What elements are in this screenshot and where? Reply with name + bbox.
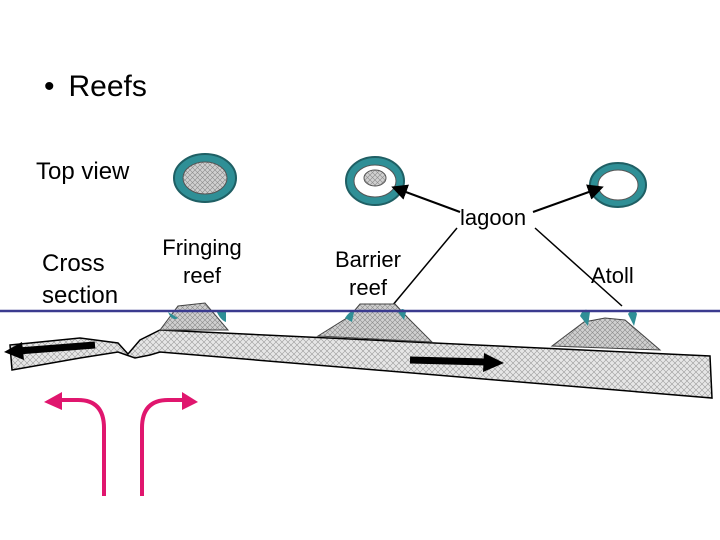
fringing-line1: Fringing: [162, 235, 242, 260]
fringing-reef-label: Fringing reef: [152, 234, 252, 290]
plate-motion-arrow-right: [409, 353, 504, 372]
top-view-barrier-icon: [345, 156, 405, 206]
mantle-upwelling-arrows: [44, 392, 198, 496]
barrier-line2: reef: [349, 275, 387, 300]
top-view-fringing-icon: [173, 153, 237, 203]
lagoon-label: lagoon: [460, 205, 527, 230]
cross-section-line2: section: [42, 282, 119, 309]
top-view-atoll-icon: [589, 162, 647, 208]
fringing-line2: reef: [183, 263, 221, 288]
fringing-reef-cross-section: [159, 302, 230, 331]
cross-section-label: Cross section: [42, 248, 118, 312]
atoll-label: Atoll: [591, 263, 634, 288]
oceanic-plate: [9, 329, 713, 399]
atoll-cross-section: [550, 309, 662, 351]
plate-motion-arrow-left: [4, 341, 96, 360]
lagoon-pointer-arrows: [391, 184, 623, 307]
top-view-label: Top view: [36, 158, 130, 185]
barrier-line1: Barrier: [334, 247, 401, 272]
cross-section-line1: Cross: [42, 250, 105, 277]
barrier-reef-label: Barrier reef: [322, 246, 414, 302]
title-text: Reefs: [68, 70, 147, 103]
title-bullet: •: [44, 70, 55, 103]
barrier-reef-cross-section: [316, 303, 434, 343]
slide-title: • Reefs: [44, 70, 147, 104]
